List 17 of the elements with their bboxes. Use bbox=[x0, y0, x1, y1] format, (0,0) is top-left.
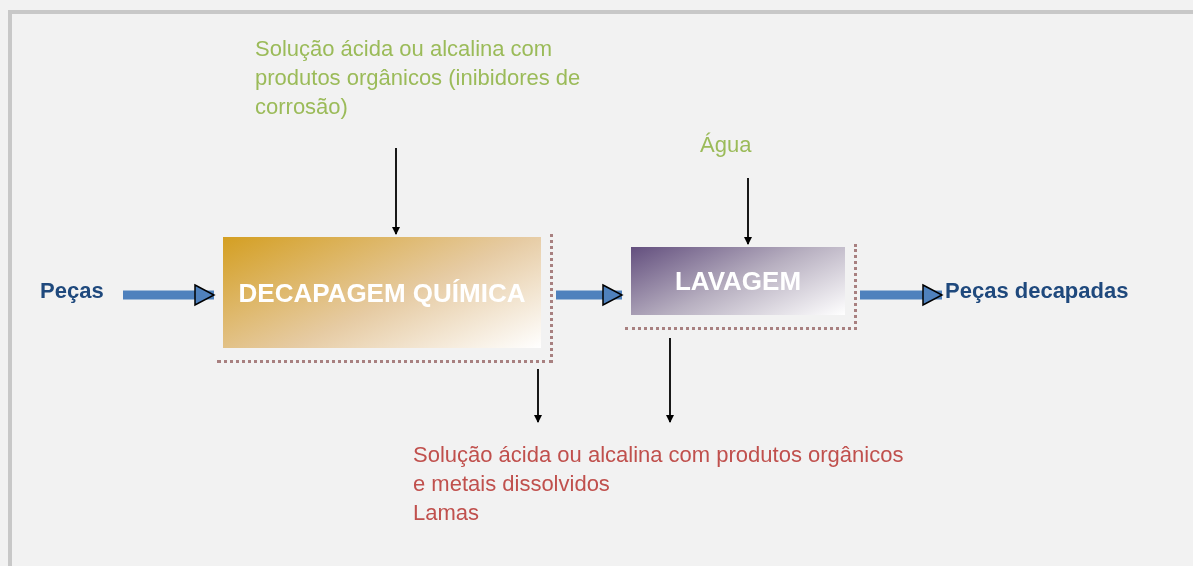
box-label: LAVAGEM bbox=[674, 265, 802, 298]
arrow bbox=[534, 368, 542, 423]
flow-label: Peças bbox=[40, 277, 105, 305]
arrow bbox=[666, 337, 674, 423]
block-arrow bbox=[556, 284, 623, 306]
process-box bbox=[217, 234, 553, 363]
stream-label: Solução ácida ou alcalina com produtos orgânicos (inibidores de corrosão) bbox=[255, 35, 582, 121]
arrow bbox=[392, 147, 400, 235]
block-arrow bbox=[123, 284, 215, 306]
arrow bbox=[744, 177, 752, 245]
box-label: DECAPAGEM QUÍMICA bbox=[238, 276, 526, 310]
stream-label: Água bbox=[700, 131, 753, 159]
stream-label: Solução ácida ou alcalina com produtos orgânicos e metais dissolvidos bbox=[413, 441, 905, 498]
flow-label: Peças decapadas bbox=[945, 277, 1130, 305]
block-arrow bbox=[860, 284, 943, 306]
process-box bbox=[625, 244, 857, 330]
stream-label: Lamas bbox=[413, 499, 481, 527]
